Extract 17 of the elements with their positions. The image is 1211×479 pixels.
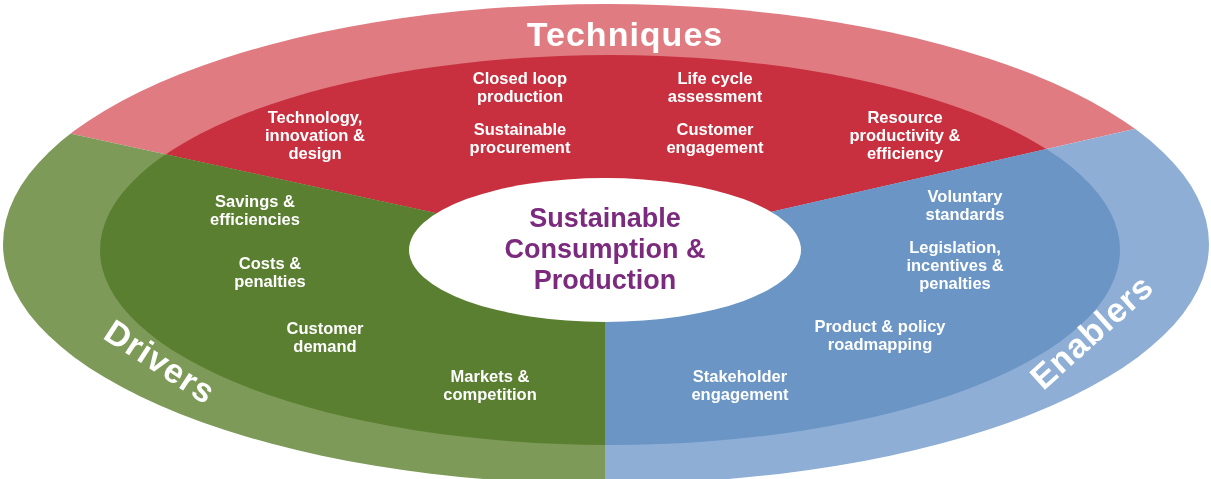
practice-label: Product & policy roadmapping xyxy=(813,316,947,354)
center-ellipse xyxy=(408,177,802,323)
practice-label: Stakeholder engagement xyxy=(690,366,790,404)
practice-label: Customer demand xyxy=(285,318,365,356)
practice-label: Sustainable procurement xyxy=(468,119,572,157)
practice-label: Closed loop production xyxy=(471,68,569,106)
practice-label: Legislation, incentives & penalties xyxy=(905,237,1005,293)
category-title: Techniques xyxy=(526,16,724,54)
practice-label: Customer engagement xyxy=(665,119,765,157)
practice-label: Markets & competition xyxy=(442,366,538,404)
practice-label: Costs & penalties xyxy=(233,253,307,291)
practice-label: Technology, innovation & design xyxy=(264,107,366,163)
center-title: Sustainable Consumption & Production xyxy=(503,203,707,297)
practice-label: Life cycle assessment xyxy=(666,68,764,106)
practice-label: Voluntary standards xyxy=(924,186,1006,224)
practice-label: Resource productivity & efficiency xyxy=(848,107,962,163)
practice-label: Savings & efficiencies xyxy=(209,191,301,229)
